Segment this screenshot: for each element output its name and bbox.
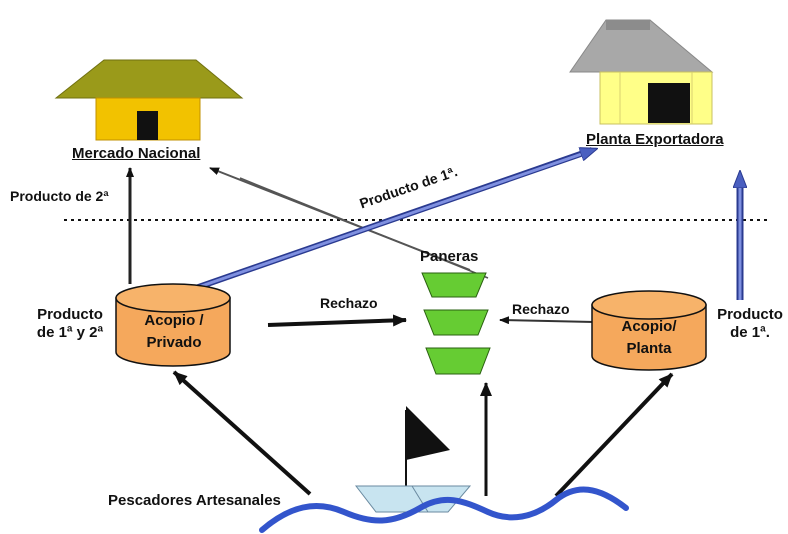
house-door [137,111,158,140]
acopio-planta-line2: Planta [626,340,672,357]
acopio-privado-cylinder [115,283,231,367]
label-producto-1a-right-line2: de 1ª. [730,324,770,341]
boat-hull [354,485,472,513]
mercado-nacional-label: Mercado Nacional [72,145,201,162]
arrow-pescadores-to-acopio-planta [554,372,674,498]
boat [354,406,472,513]
house-door [648,83,690,123]
label-producto-2a: Producto de 2ª [10,188,109,204]
arrow-producto-1a-diag [189,149,596,292]
water-waves [259,486,629,533]
panera-top [421,272,487,298]
label-producto-1a-right-line1: Producto [717,306,783,323]
paneras-stack [421,272,491,375]
acopio-planta-line1: Acopio/ [622,318,678,335]
acopio-privado-line1: Acopio / [144,312,204,329]
house-roof [54,59,244,99]
arrow-pescadores-to-acopio-privado [172,370,312,496]
label-producto-1a-y-2a: Producto de 1ª y 2ª [22,306,118,342]
acopio-planta-cylinder [591,290,707,371]
planta-exportadora-house [569,19,714,125]
house-roof-top [606,20,650,30]
arrow-rechazo-right [499,316,595,325]
arrow-rechazo-left [267,314,407,327]
label-rechazo-left: Rechazo [320,295,378,311]
acopio-privado-line2: Privado [146,334,201,351]
planta-exportadora-label: Planta Exportadora [586,131,724,148]
pescadores-artesanales-label: Pescadores Artesanales [108,492,281,509]
boat-sail [406,406,450,460]
panera-middle [423,309,489,336]
label-rechazo-right: Rechazo [512,301,570,317]
label-producto-1a-right: Producto de 1ª. [712,306,788,342]
panera-bottom [425,347,491,375]
label-producto-1a-y-2a-line2: de 1ª y 2ª [36,324,104,341]
paneras-label: Paneras [420,248,479,265]
label-producto-1a-y-2a-line1: Producto [37,306,103,323]
mercado-nacional-house [54,59,244,141]
